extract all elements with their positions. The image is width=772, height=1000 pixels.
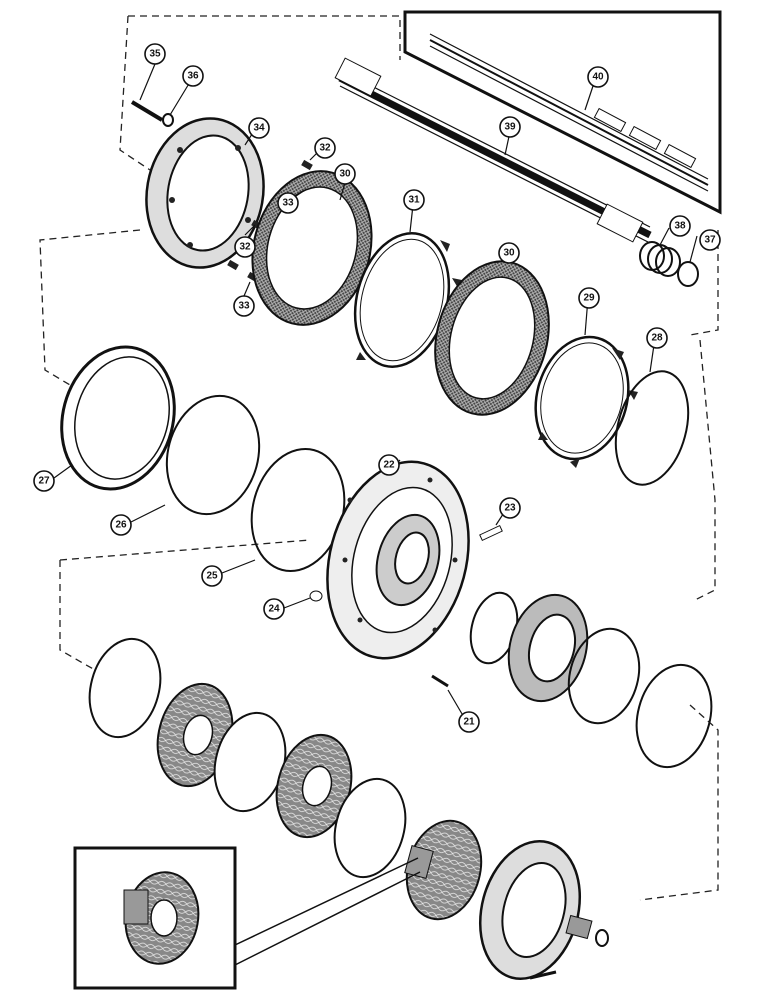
friction-disc-30-right	[434, 260, 550, 416]
callout-29: 29	[578, 287, 600, 309]
callout-24: 24	[263, 598, 285, 620]
callout-32-top: 32	[314, 137, 336, 159]
callout-33-top: 33	[277, 192, 299, 214]
housing-34	[145, 117, 265, 269]
callout-21: 21	[458, 711, 480, 733]
callout-25: 25	[201, 565, 223, 587]
lower-plate-stack	[88, 637, 483, 921]
callout-label: 39	[504, 122, 516, 133]
steel-plate-31	[353, 232, 462, 368]
callout-label: 22	[383, 460, 395, 471]
group-outline-top	[119, 15, 719, 336]
o-ring-medium	[567, 627, 641, 725]
callout-38: 38	[669, 215, 691, 237]
callout-30-right: 30	[498, 242, 520, 264]
inset-box-hub	[73, 846, 421, 990]
callout-22: 22	[378, 454, 400, 476]
callout-39: 39	[499, 116, 521, 138]
inset-box-shaft	[403, 10, 722, 215]
callout-35: 35	[144, 43, 166, 65]
steel-plate-29	[534, 335, 638, 468]
callout-34: 34	[248, 117, 270, 139]
callout-label: 27	[38, 476, 50, 487]
callout-label: 29	[583, 293, 595, 304]
callout-label: 33	[282, 198, 294, 209]
callout-label: 25	[206, 571, 218, 582]
o-ring-large	[635, 663, 713, 769]
callout-label: 36	[187, 71, 199, 82]
callout-label: 23	[504, 503, 516, 514]
piston-22	[326, 460, 470, 660]
seal-ring-26	[165, 394, 261, 516]
callout-31: 31	[403, 189, 425, 211]
callout-label: 38	[674, 221, 686, 232]
callout-26: 26	[110, 514, 132, 536]
shaft-39	[334, 57, 652, 244]
seal-ring-28	[614, 370, 690, 486]
callout-label: 30	[339, 169, 351, 180]
callout-label: 24	[268, 604, 280, 615]
callout-30-left: 30	[334, 163, 356, 185]
pin-23	[479, 524, 503, 542]
lower-housing	[478, 840, 609, 980]
spring-38	[639, 241, 681, 277]
callout-label: 28	[651, 333, 663, 344]
callout-label: 32	[319, 143, 331, 154]
callout-32-bottom: 32	[234, 236, 256, 258]
callout-label: 30	[503, 248, 515, 259]
callout-label: 31	[408, 195, 420, 206]
washer-36	[162, 113, 174, 127]
callout-label: 37	[704, 235, 716, 246]
callout-label: 35	[149, 49, 161, 60]
callout-36: 36	[182, 65, 204, 87]
callout-23: 23	[499, 497, 521, 519]
callout-label: 26	[115, 520, 127, 531]
callout-33-bottom: 33	[233, 295, 255, 317]
ring-37	[677, 261, 699, 287]
seal-carrier	[507, 593, 589, 703]
callout-label: 34	[253, 123, 265, 134]
callout-label: 33	[238, 301, 250, 312]
group-outline-middle	[39, 229, 716, 601]
backing-plate-27	[60, 345, 176, 491]
callout-28: 28	[646, 327, 668, 349]
callout-label: 21	[463, 717, 475, 728]
bolt-35	[130, 100, 164, 122]
callout-label: 40	[592, 72, 604, 83]
callout-27: 27	[33, 470, 55, 492]
group-outline-bottom	[59, 539, 719, 901]
leader-lines	[53, 63, 698, 720]
screw-21	[431, 674, 449, 688]
callout-37: 37	[699, 229, 721, 251]
callout-label: 32	[239, 242, 251, 253]
pin-24	[309, 590, 323, 602]
callout-40: 40	[587, 66, 609, 88]
